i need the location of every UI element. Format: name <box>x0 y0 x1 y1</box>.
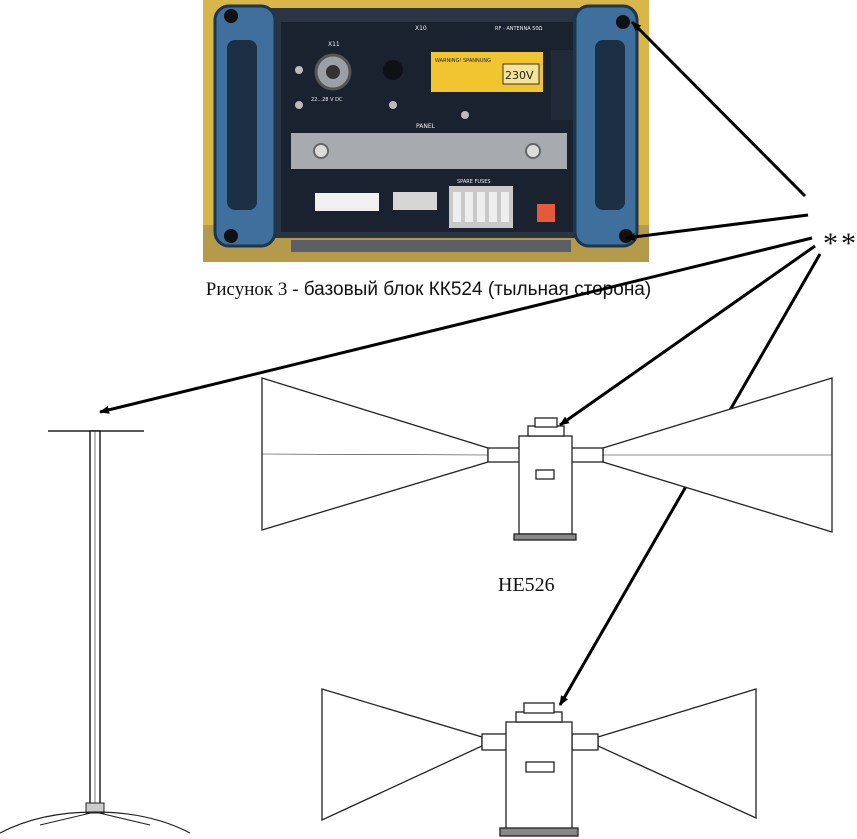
arrow-to-mast <box>99 236 813 414</box>
red-button <box>537 204 555 222</box>
antenna-lower <box>321 688 757 837</box>
panel-label-voltage: 230V <box>505 69 534 82</box>
antenna-mast <box>0 430 191 834</box>
device-rear-photo: X10 RF - ANTENNA 50Ω X11 22...28 V DC PA… <box>203 0 649 262</box>
arrow-to-antenna-he526 <box>559 244 816 427</box>
panel-label-rf: RF - ANTENNA 50Ω <box>495 26 543 32</box>
caption-text: базовый блок КК524 (тыльная сторона) <box>298 279 652 300</box>
panel-label-x11: X11 <box>328 41 340 48</box>
caption-prefix: Рисунок 3 - <box>205 279 299 300</box>
panel-label-spare-fuses: SPARE FUSES <box>457 179 491 185</box>
panel-label-voltage-range: 22...28 V DC <box>311 97 343 103</box>
arrow-to-top-corner <box>630 20 807 198</box>
panel-label-warning: WARNING! SPANNUNG <box>435 58 491 64</box>
metal-bracket <box>291 133 567 169</box>
panel-label-panel: PANEL <box>416 123 436 130</box>
figure-caption: Рисунок 3 - базовый блок КК524 (тыльная … <box>0 279 857 301</box>
arrow-to-bottom-corner <box>625 213 809 241</box>
antenna-label: HE526 <box>498 574 555 596</box>
antenna-he526 <box>261 377 833 541</box>
panel-label-x10: X10 <box>415 25 427 32</box>
footnote-marker: ** <box>823 227 857 260</box>
